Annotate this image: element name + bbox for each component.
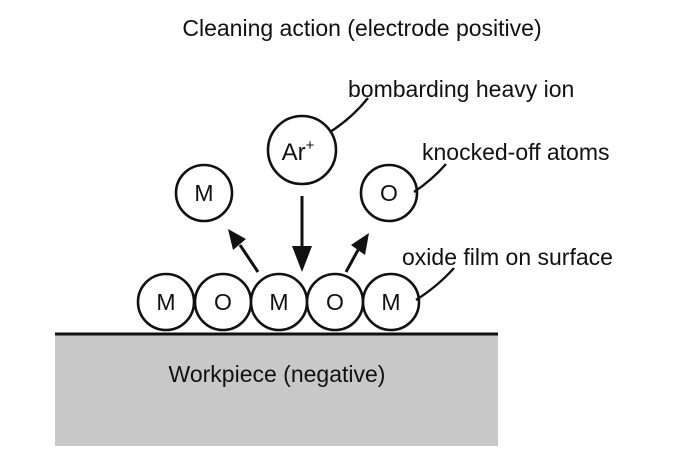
surface-atom-label: M bbox=[381, 289, 400, 315]
ejection-arrow-left bbox=[228, 229, 260, 273]
workpiece-label: Workpiece (negative) bbox=[169, 361, 386, 387]
knocked-atom-label: O bbox=[380, 180, 398, 206]
surface-atom-label: O bbox=[326, 289, 344, 315]
diagram-title: Cleaning action (electrode positive) bbox=[182, 15, 541, 41]
ion-charge: + bbox=[306, 137, 315, 154]
knocked-leader-line bbox=[413, 163, 447, 193]
oxide-film: M O M O M bbox=[136, 272, 421, 332]
knocked-atom-label: M bbox=[194, 180, 213, 206]
surface-atom-circle bbox=[361, 272, 421, 332]
knocked-atom-circle bbox=[174, 163, 234, 223]
argon-ion-circle bbox=[266, 114, 338, 186]
oxide-leader-line bbox=[415, 267, 455, 302]
argon-ion-label: Ar+ bbox=[282, 137, 315, 166]
oxide-film-label: oxide film on surface bbox=[402, 244, 613, 270]
ion-symbol: Ar bbox=[282, 139, 306, 166]
ejection-arrow-right bbox=[344, 233, 369, 273]
bombarding-ion-label: bombarding heavy ion bbox=[348, 76, 574, 102]
bombarding-leader-line bbox=[329, 97, 369, 134]
workpiece-block bbox=[55, 334, 498, 446]
surface-atom-label: M bbox=[269, 289, 288, 315]
surface-atom-label: O bbox=[214, 289, 232, 315]
knocked-atoms-label: knocked-off atoms bbox=[422, 139, 610, 165]
knocked-atom-circle bbox=[359, 163, 419, 223]
surface-atom-label: M bbox=[156, 289, 175, 315]
ion-impact-arrow bbox=[292, 196, 312, 272]
